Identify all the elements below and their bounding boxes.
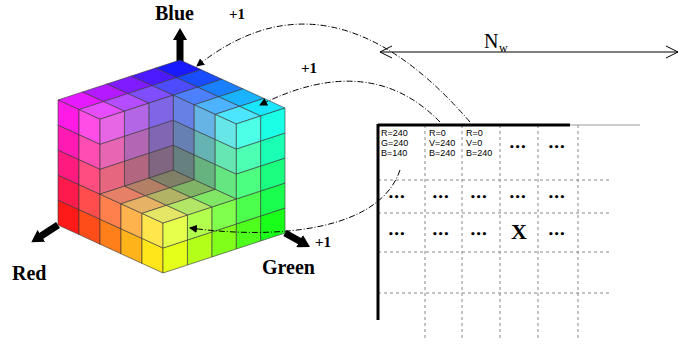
- current-pixel: X: [511, 220, 527, 244]
- pixel-value: R=0 V=0 B=240: [466, 128, 497, 158]
- axis-label: Blue: [155, 2, 194, 24]
- axis-label: Green: [262, 256, 315, 278]
- increment-label: +1: [300, 60, 318, 76]
- ellipsis: •••: [470, 192, 487, 202]
- ellipsis: •••: [388, 229, 405, 239]
- cube-cell: [173, 95, 194, 130]
- axis-arrows: [38, 36, 303, 243]
- ellipsis: •••: [470, 229, 487, 239]
- cube-cell: [58, 100, 79, 135]
- cube-cell: [100, 111, 124, 144]
- ellipsis: •••: [548, 192, 565, 202]
- ellipsis: •••: [548, 229, 565, 239]
- width-symbol: N: [484, 30, 498, 52]
- cube-cell: [236, 116, 260, 149]
- width-subscript: w: [499, 42, 508, 55]
- ellipsis: •••: [509, 142, 526, 152]
- ellipsis: •••: [388, 192, 405, 202]
- ellipsis: •••: [432, 229, 449, 239]
- ellipsis: •••: [432, 192, 449, 202]
- pixel-grid: [378, 124, 640, 340]
- increment-arrows: [190, 24, 470, 232]
- cube-cell: [79, 110, 100, 145]
- pixel-value: R=240 G=240 B=140: [381, 128, 412, 158]
- ellipsis: •••: [509, 192, 526, 202]
- increment-label: +1: [228, 6, 246, 22]
- cube-cell: [215, 114, 236, 149]
- increment-label: +1: [314, 234, 332, 250]
- cube-cell: [261, 108, 285, 141]
- width-arrow: [380, 46, 678, 58]
- rgb-cube: [58, 60, 285, 273]
- ellipsis: •••: [548, 142, 565, 152]
- cube-cell: [124, 103, 148, 136]
- cube-cell: [149, 95, 173, 128]
- pixel-value: R=0 V=240 B=240: [429, 128, 460, 158]
- cube-cell: [194, 105, 215, 140]
- axis-label: Red: [12, 262, 46, 284]
- cube-cell: [142, 205, 187, 223]
